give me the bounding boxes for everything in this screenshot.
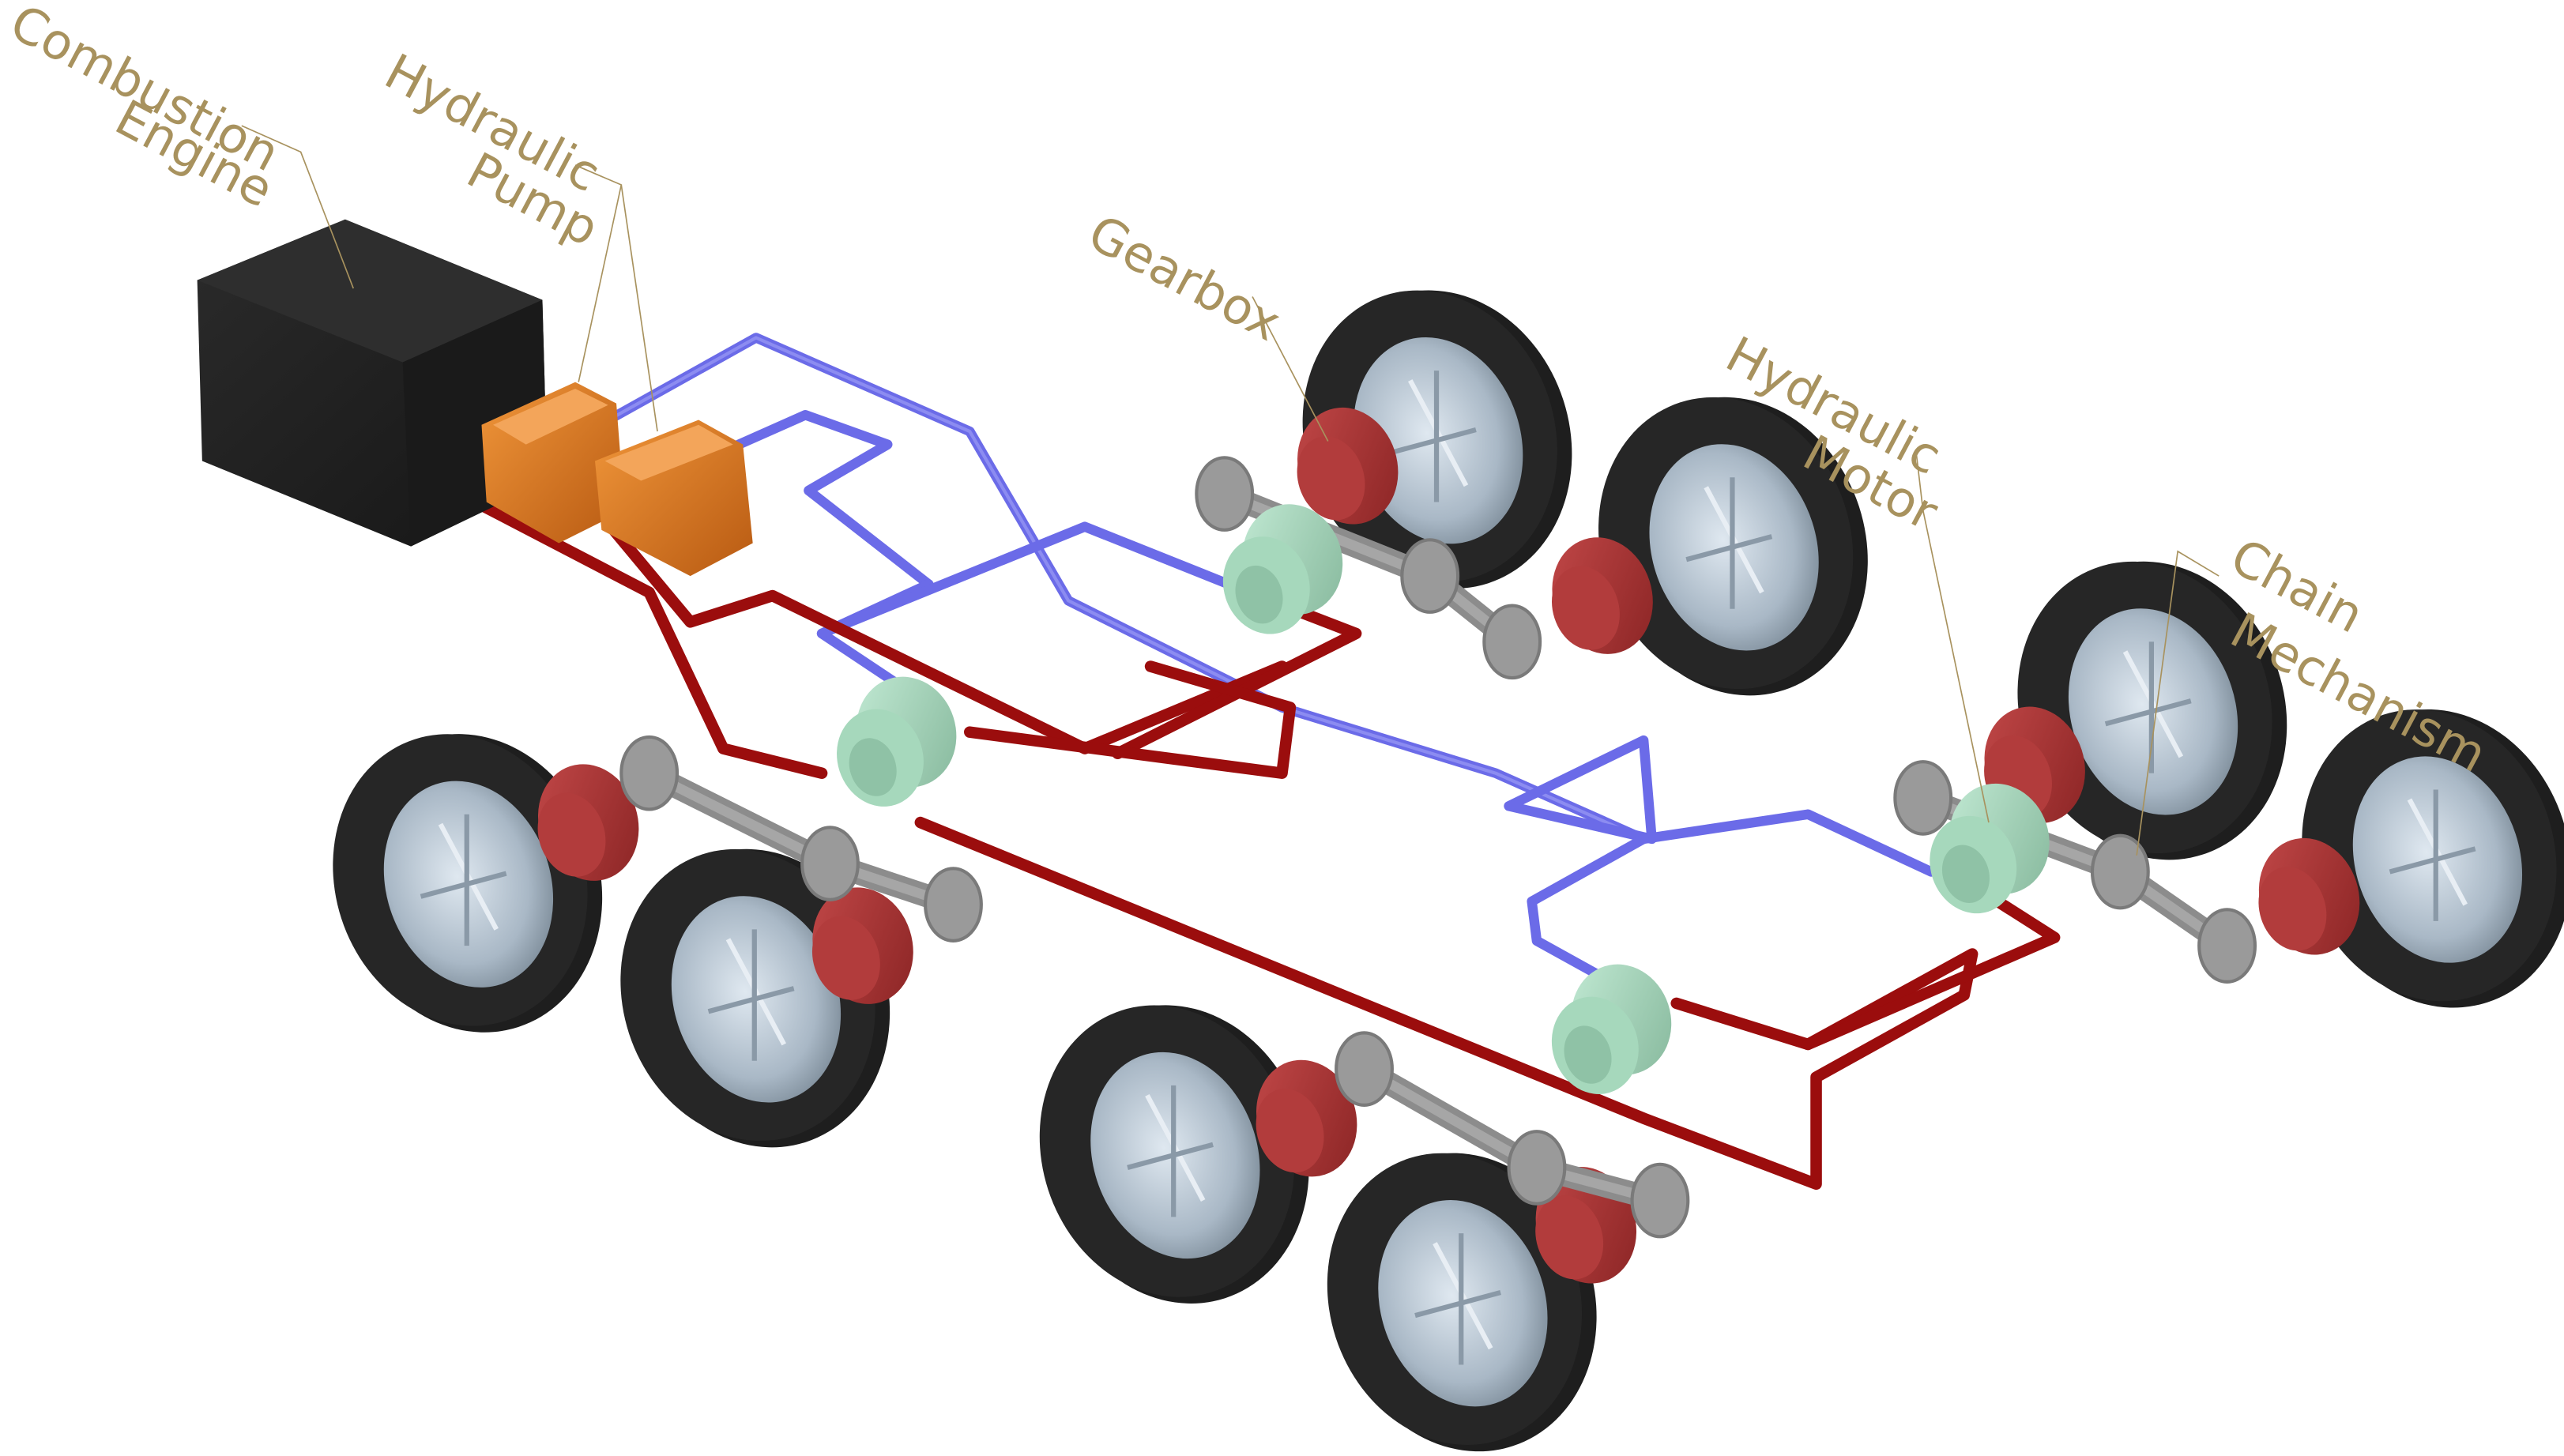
spoke (2389, 846, 2476, 875)
gearbox-5[interactable] (523, 751, 653, 894)
wheel-front-left-2 (1598, 397, 1868, 696)
spoke (2104, 698, 2192, 727)
sprocket (1507, 1130, 1567, 1206)
leader-combustion-engine (241, 125, 355, 289)
leader-hydraulic-motor (1915, 454, 1990, 823)
wheel-front-right-1 (333, 734, 603, 1033)
leader-gearbox (1252, 296, 1329, 442)
red-line-4 (963, 660, 1297, 779)
sprocket (1893, 760, 1953, 836)
leader-chain-mechanism (2136, 550, 2219, 856)
label-gearbox: Gearbox (1079, 204, 1329, 442)
spoke (1389, 427, 1477, 456)
sprocket (1482, 604, 1542, 680)
sprocket (1400, 538, 1460, 614)
spoke (1127, 1142, 1214, 1170)
gearbox-7[interactable] (1241, 1047, 1372, 1190)
chain-mechanism-4[interactable] (1335, 1031, 1690, 1239)
hydraulic-pump-2[interactable] (595, 419, 753, 577)
engine-top (197, 219, 543, 363)
wheel-rear-right-2 (2302, 709, 2564, 1008)
spoke (707, 986, 795, 1014)
leader-hydraulic-pump-2 (620, 184, 658, 432)
gearbox-6[interactable] (798, 875, 928, 1018)
sprocket (1630, 1162, 1690, 1239)
spoke (420, 871, 507, 899)
spoke (1414, 1290, 1501, 1319)
blue-line-7 (1527, 833, 1649, 1006)
hydraulic-pump-1[interactable] (481, 382, 625, 544)
wheel-rear-left-1 (1039, 1005, 1309, 1304)
gearbox-2[interactable] (1538, 525, 1668, 668)
sprocket (800, 826, 860, 901)
hydraulic-motor-3[interactable] (824, 664, 970, 818)
sprocket (2197, 908, 2257, 984)
low-pressure-lines (595, 333, 1937, 1006)
chain-mechanism-3[interactable] (619, 735, 983, 942)
blue-line-4 (816, 521, 1255, 639)
hydraulic-motor-2[interactable] (1918, 770, 2064, 924)
gearbox-1[interactable] (1282, 394, 1413, 537)
sprocket (924, 867, 983, 942)
hydraulic-motor-4[interactable] (1539, 951, 1685, 1105)
sprocket (1195, 456, 1255, 532)
blue-line-2 (726, 409, 934, 589)
spoke (1685, 534, 1773, 562)
blue-line-5 (1504, 735, 1657, 845)
wheel-front-right-2 (620, 848, 890, 1148)
blue-line-6 (1638, 809, 1937, 877)
sprocket (2090, 833, 2150, 910)
label-gearbox-text: Gearbox (1079, 204, 1290, 352)
wheel-rear-left-2 (1327, 1153, 1597, 1452)
sprocket (619, 735, 680, 811)
hydraulic-motor-1[interactable] (1210, 491, 1357, 645)
gearbox-4[interactable] (2244, 825, 2374, 968)
wheel-groups (333, 290, 2564, 1452)
sprocket (1335, 1031, 1394, 1107)
